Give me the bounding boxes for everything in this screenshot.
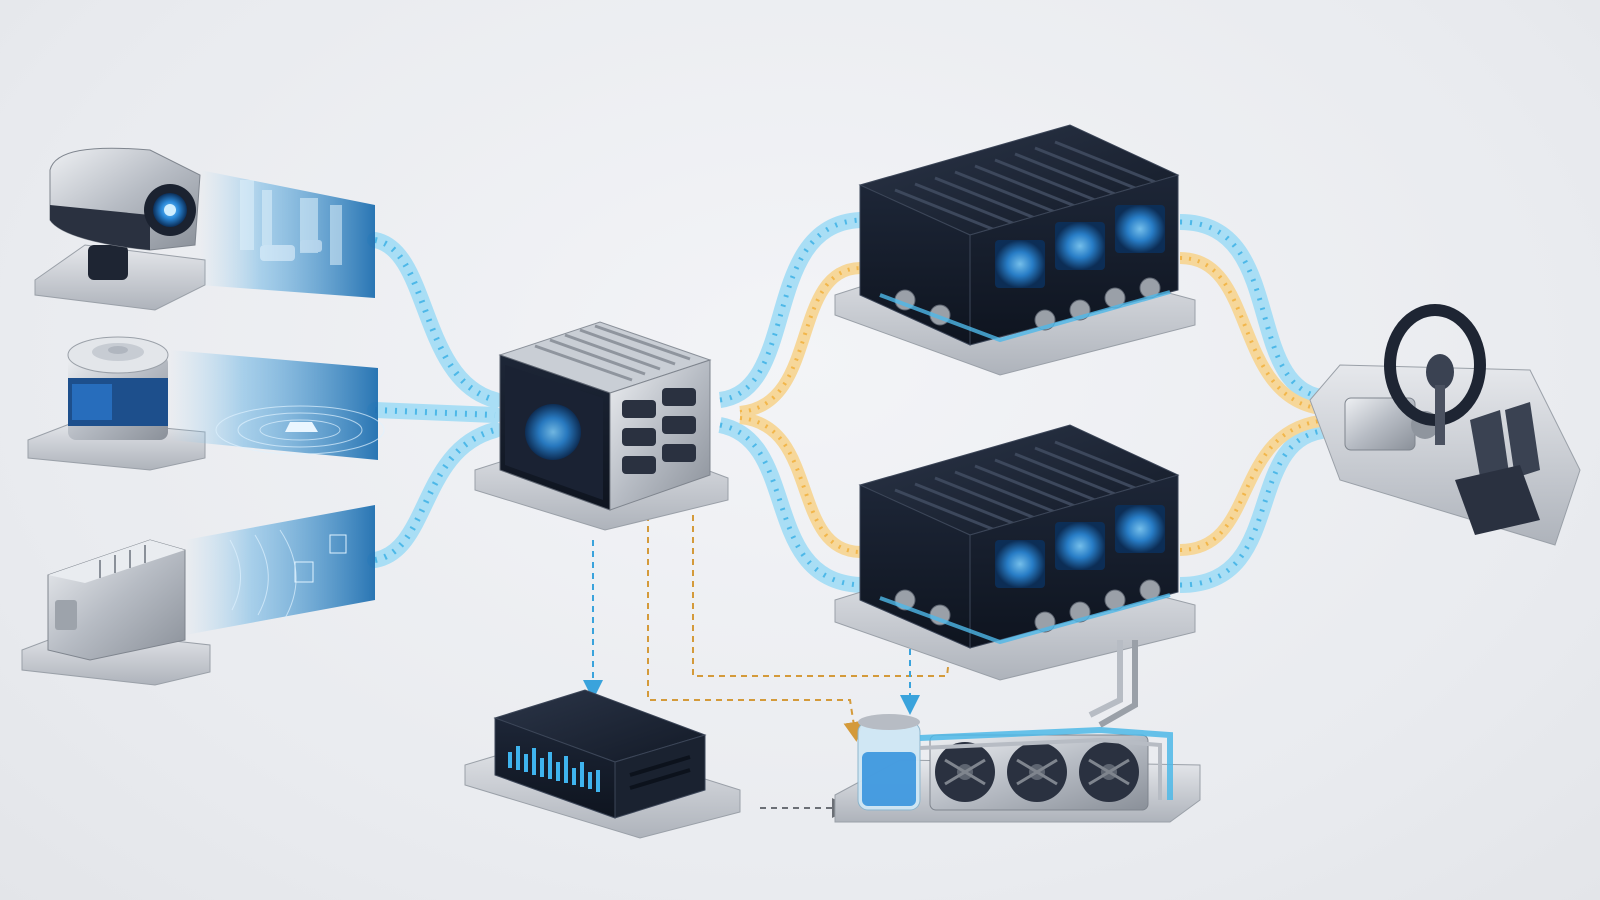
monitor-unit-icon: [508, 746, 600, 792]
dashed-switch-cooling: [647, 515, 864, 742]
radar-waves: [229, 529, 297, 621]
compute-b-heatsink: [894, 440, 1156, 532]
link-compute-a-actuator: [1179, 214, 1331, 406]
lidar-icon: [108, 346, 128, 354]
compute-b-connectors: [894, 579, 1161, 633]
coolant-pipe-b: [1098, 640, 1138, 728]
pedal-group: [1455, 402, 1540, 535]
monitor-node: [464, 689, 741, 839]
monitor-vents: [629, 755, 691, 790]
coolant-loop: [919, 726, 1173, 800]
lidar-node: [27, 336, 385, 471]
power-compute-b-actuator: [1179, 414, 1331, 556]
power-switch-compute-a: [739, 262, 861, 418]
gateway-ports: [622, 388, 696, 474]
link-camera-switch: [367, 232, 503, 408]
compute-links: [718, 212, 1331, 593]
link-radar-switch: [367, 422, 503, 568]
camera-view-scene: [240, 180, 342, 265]
compute-module-icon: [995, 205, 1165, 288]
sensor-links: [367, 232, 503, 568]
compute-module-icon-b: [995, 505, 1165, 588]
coolant-pipe-a: [1088, 640, 1123, 718]
gateway-node: [474, 321, 729, 531]
radar-view-panel: [185, 505, 375, 635]
cooling-node: [834, 714, 1201, 823]
link-compute-b-actuator: [1179, 422, 1331, 593]
radar-node: [21, 505, 375, 686]
network-switch-icon: [525, 404, 581, 460]
control-lines: [583, 515, 951, 818]
lidar-view-panel: [170, 350, 378, 460]
compute-b-node: [834, 424, 1196, 728]
compute-a-node: [834, 124, 1196, 376]
lidar-pointcloud: [215, 405, 385, 455]
lidar-car-icon: [285, 422, 318, 432]
camera-view-panel: [200, 170, 375, 298]
actuator-node: [1309, 304, 1581, 546]
compute-a-heatsink: [894, 140, 1156, 232]
cooling-unit-icon: [935, 742, 1139, 802]
dashed-switch-cooling-2: [692, 515, 951, 677]
camera-node: [34, 147, 375, 311]
